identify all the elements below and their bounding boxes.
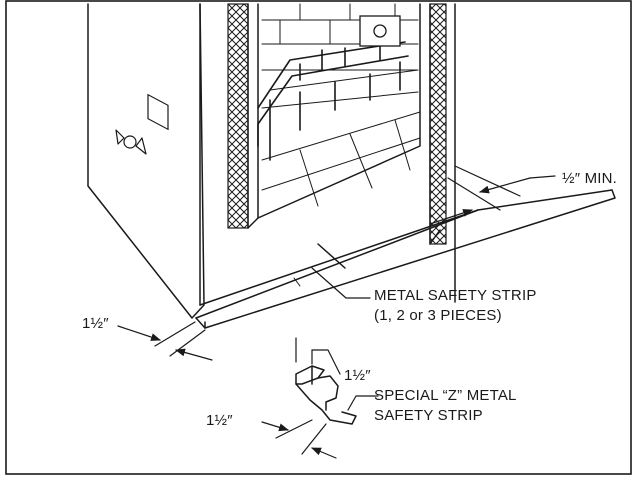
firebox-back-wall <box>257 3 421 219</box>
z-left-dimension <box>261 419 337 459</box>
metal-strip-label-line1: METAL SAFETY STRIP <box>374 287 537 304</box>
half-inch-min-dimension <box>429 165 556 225</box>
z-left-one-half-label: 1½″ <box>206 412 233 429</box>
damper-hole-icon <box>373 24 387 38</box>
damper-plate <box>359 15 401 47</box>
fireplace-unit <box>87 3 479 319</box>
special-z-leader <box>347 395 379 411</box>
strip-dash <box>293 277 301 287</box>
fireplace-front-frame <box>199 3 456 306</box>
diagram-frame <box>5 0 632 475</box>
z-top-dimension <box>295 337 341 375</box>
special-z-label-line2: SAFETY STRIP <box>374 407 483 424</box>
metal-strip-label-line2: (1, 2 or 3 PIECES) <box>374 307 502 324</box>
firebox-opening-frame <box>247 3 441 245</box>
metal-safety-strip <box>195 189 616 329</box>
special-z-label-line1: SPECIAL “Z” METAL <box>374 387 517 404</box>
fireplace-grate <box>257 41 409 161</box>
special-z-strip <box>295 365 357 425</box>
refractory-right-column <box>429 3 447 245</box>
half-inch-min-label: ½″ MIN. <box>562 170 617 187</box>
metal-strip-leader <box>311 267 371 299</box>
z-top-one-half-label: 1½″ <box>344 367 371 384</box>
fireplace-side-panel <box>87 3 205 319</box>
refractory-left-column <box>227 3 249 229</box>
side-panel-plate <box>147 93 169 131</box>
firebox-bricks <box>261 3 421 207</box>
left-one-half-label: 1½″ <box>82 315 109 332</box>
left-strip-dimension <box>117 321 213 361</box>
wing-nut-icon <box>115 129 147 155</box>
